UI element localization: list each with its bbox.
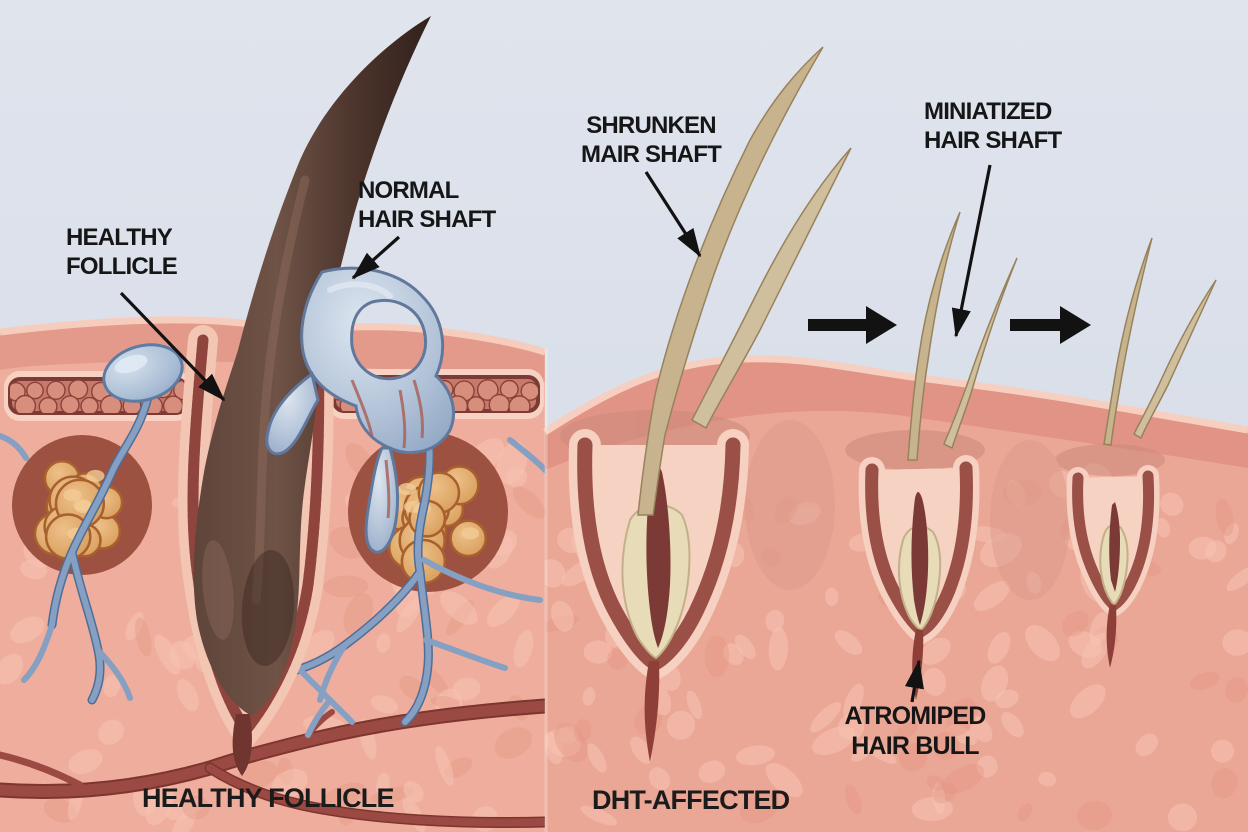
skin-surface-highlight-right: [543, 355, 1248, 435]
arrector-gland-bulb: [102, 343, 184, 403]
label-line: HAIR SHAFT: [358, 205, 496, 233]
dht-follicle-3: [1066, 465, 1160, 668]
miniatized-hair-shaft-arrow: [951, 164, 992, 338]
healthy-panel: [0, 16, 553, 832]
label-healthy-follicle: HEALTHY FOLLICLE: [66, 224, 178, 282]
label-line: HAIR BULL: [851, 732, 979, 760]
label-line: HEALTHY: [66, 224, 173, 251]
progression-right-arrow-icon: [1010, 306, 1091, 344]
caption-dht-affected: DHT-AFFECTED: [592, 785, 790, 815]
dht-panel: [543, 46, 1248, 832]
label-miniatized-hair-shaft: MINIATIZED HAIR SHAFT: [924, 98, 1062, 156]
label-line: ATROMIPED: [844, 702, 987, 730]
label-line: HAIR SHAFT: [924, 126, 1062, 154]
label-line: NORMAL: [358, 177, 459, 204]
sebaceous-gland-left: [12, 435, 152, 575]
dht-follicle-2: [858, 455, 980, 700]
sebaceous-structure-blue: [265, 266, 455, 554]
atrophied-bulb-arrow: [904, 659, 924, 703]
shrunken-hairs: [637, 46, 1217, 516]
caption-healthy-follicle: HEALTHY FOLLICLE: [142, 783, 395, 813]
shrunken-hair-shaft-arrow: [644, 171, 702, 258]
follicle-tail: [1106, 604, 1117, 668]
hair-bulb-sheen: [202, 540, 234, 640]
label-line: FOLLICLE: [66, 252, 178, 280]
normal-hair-shaft-arrow: [351, 235, 401, 280]
bulb-core: [911, 492, 929, 625]
blood-vessels-blue: [0, 392, 548, 738]
healthy-follicle-arrow: [119, 291, 226, 402]
label-normal-hair-shaft: NORMAL HAIR SHAFT: [358, 177, 496, 235]
bulb-core: [1109, 502, 1120, 592]
muscle-streaks: [350, 379, 424, 519]
label-line: SHRUNKEN: [586, 112, 716, 139]
label-line: MINIATIZED: [924, 98, 1052, 125]
blood-vessels-red: [0, 698, 553, 828]
progression-right-arrow-icon: [808, 306, 897, 344]
label-shrunken-hair-shaft: SHRUNKEN MAIR SHAFT: [566, 112, 736, 170]
label-line: MAIR SHAFT: [581, 140, 722, 168]
dht-follicle-1: [568, 429, 749, 762]
label-atrophied-bulb: ATROMIPED HAIR BULL: [835, 701, 995, 761]
follicle-tail: [644, 661, 660, 762]
hair-root: [232, 714, 252, 776]
